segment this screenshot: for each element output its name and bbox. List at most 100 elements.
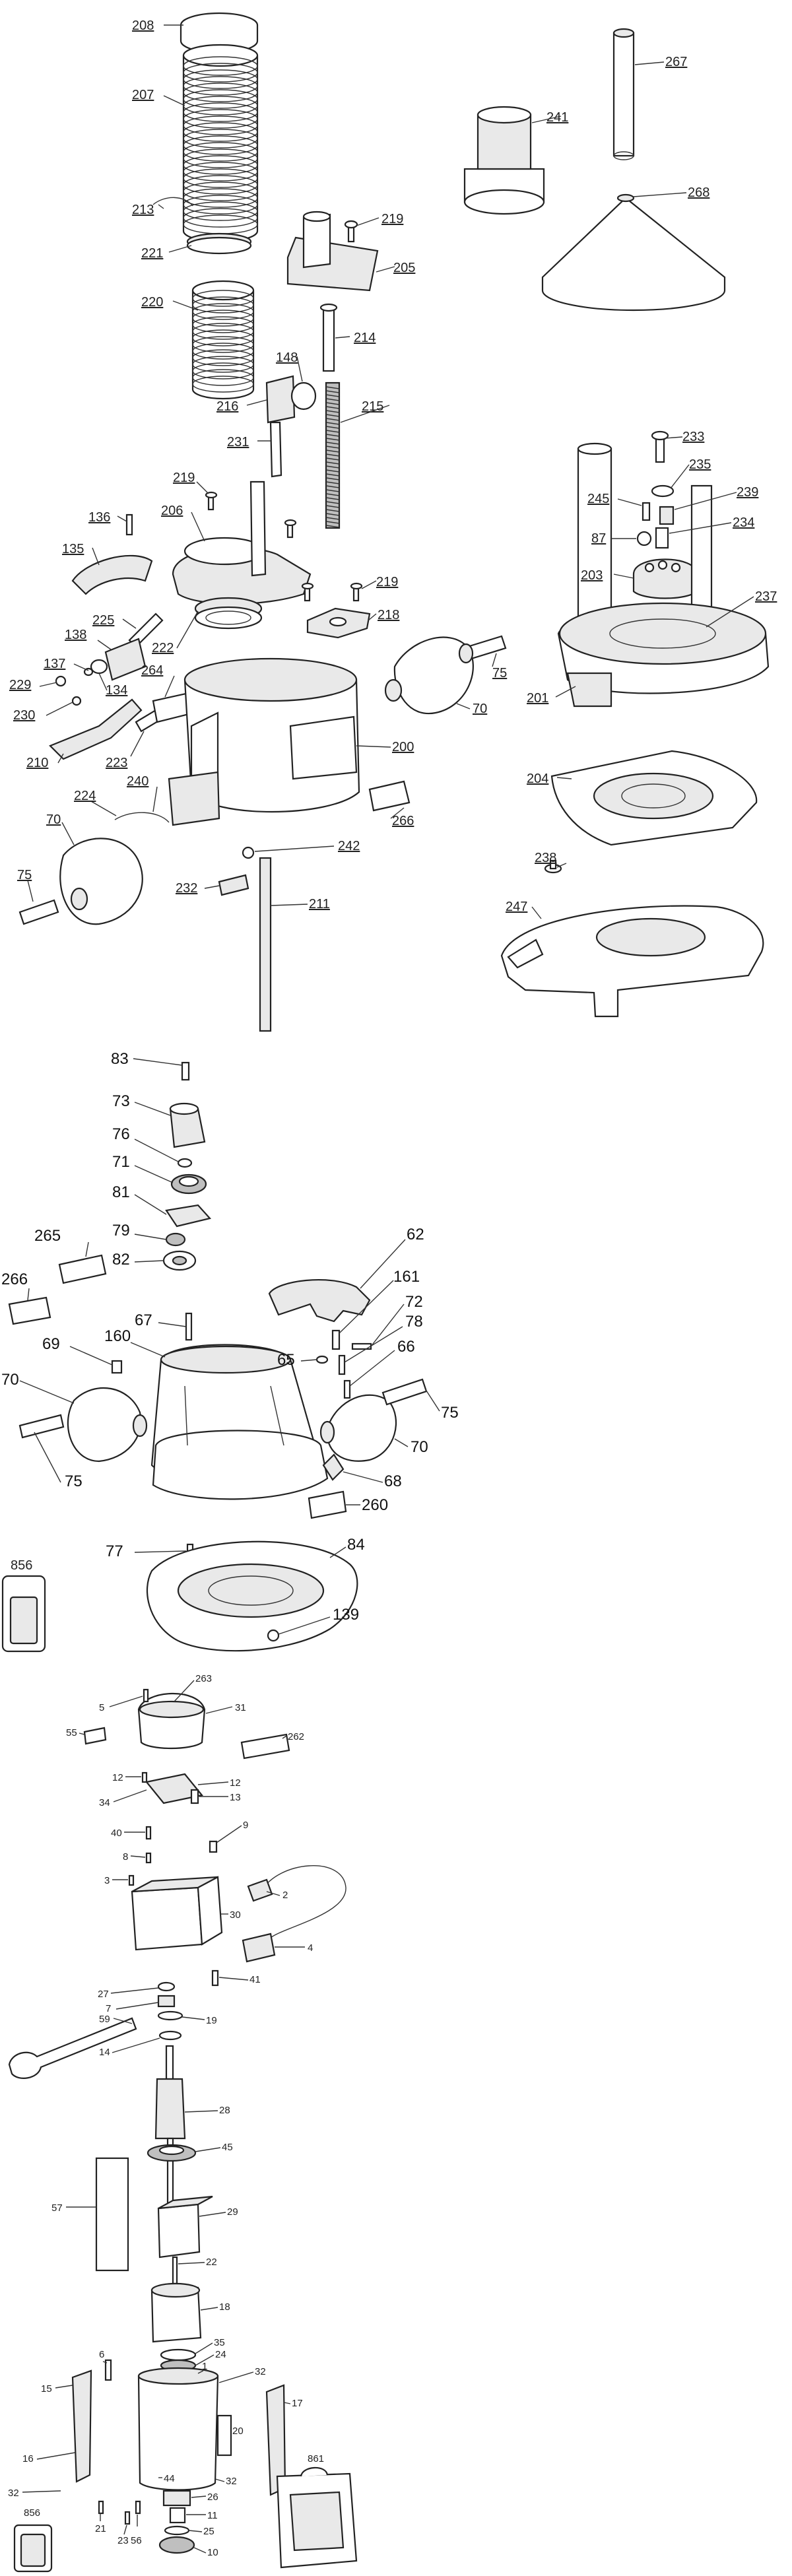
callout-231: 231: [227, 435, 249, 449]
part-265-label: [58, 1254, 107, 1284]
thread-detail: [325, 453, 340, 457]
callout-2: 2: [282, 1890, 288, 1901]
kit-856-label-b: 856: [24, 2507, 40, 2519]
callout-206: 206: [161, 504, 183, 518]
part-68-clip: [322, 1453, 345, 1481]
callout-224: 224: [74, 789, 96, 803]
callout-138: 138: [65, 628, 86, 642]
part-136-pin: [125, 513, 133, 536]
thread-detail: [325, 402, 340, 405]
part-215-threaded-rod: [325, 381, 341, 529]
callout-72: 72: [405, 1293, 423, 1311]
part-239-spring: [659, 506, 675, 525]
case-861: 861: [276, 2453, 358, 2569]
callout-35: 35: [214, 2337, 225, 2348]
callout-26: 26: [207, 2492, 218, 2503]
part-205-bracket: [286, 211, 379, 292]
part-70-knob-left-b: [67, 1387, 148, 1463]
callout-40: 40: [111, 1828, 122, 1839]
callout-3: 3: [104, 1875, 110, 1886]
upper-section: 208 207 213 221 220 219 205 214 148 216 …: [9, 12, 777, 1032]
part-5-screw: [143, 1688, 149, 1703]
part-247-guard: [500, 905, 764, 1018]
upper-callouts: 208 207 213 221 220 219 205 214 148 216 …: [9, 18, 777, 919]
thread-detail: [325, 521, 340, 524]
part-242-nut: [242, 846, 255, 859]
thread-detail: [325, 406, 340, 409]
callout-210: 210: [26, 756, 48, 770]
part-27-bearing: [157, 1981, 176, 1992]
part-79-ring: [165, 1232, 186, 1247]
callout-11: 11: [207, 2510, 218, 2521]
part-6-pin: [104, 2359, 112, 2381]
part-30-switch-housing: [131, 1876, 223, 1951]
callout-263: 263: [195, 1673, 212, 1684]
thread-detail: [325, 505, 340, 508]
callout-69: 69: [42, 1335, 60, 1353]
ring-detail: [192, 369, 254, 386]
callout-235: 235: [689, 457, 711, 472]
callout-148: 148: [276, 350, 298, 365]
part-232-fitting: [218, 874, 249, 896]
callout-87: 87: [591, 531, 606, 546]
thread-detail: [325, 398, 340, 401]
callout-238: 238: [535, 851, 556, 865]
ring-detail: [183, 188, 258, 208]
ring-detail: [183, 76, 258, 96]
thread-detail: [325, 493, 340, 496]
part-67-pin: [185, 1312, 193, 1341]
ring-detail: [183, 142, 258, 162]
part-161-pin: [331, 1329, 341, 1350]
callout-247: 247: [506, 900, 527, 914]
callout-241: 241: [546, 110, 568, 125]
part-25-ring: [164, 2525, 190, 2536]
part-9-clip: [209, 1840, 218, 1853]
callout-201: 201: [527, 691, 548, 706]
part-29-field: [157, 2195, 213, 2259]
ring-detail: [183, 201, 258, 221]
ring-detail: [192, 303, 254, 320]
ring-detail: [183, 116, 258, 135]
ring-detail: [183, 155, 258, 175]
callout-266-a: 266: [392, 814, 414, 828]
ring-detail: [183, 162, 258, 182]
callout-225: 225: [92, 613, 114, 628]
part-75-screw-left: [18, 899, 59, 925]
callout-41: 41: [249, 1974, 261, 1985]
part-34-brush-plate: [145, 1773, 203, 1804]
part-13-holder: [190, 1789, 199, 1804]
part-22-screw: [172, 2256, 178, 2285]
part-267-tube: [612, 28, 635, 160]
callout-25: 25: [203, 2526, 214, 2537]
part-66-screw: [343, 1379, 351, 1399]
callout-239: 239: [737, 485, 758, 500]
callout-78: 78: [405, 1313, 423, 1331]
thread-detail: [325, 394, 340, 397]
part-35-ring: [160, 2348, 197, 2361]
ring-detail: [192, 336, 254, 353]
callout-221: 221: [141, 246, 163, 261]
ring-detail: [183, 208, 258, 228]
ring-detail: [192, 329, 254, 347]
thread-detail: [325, 473, 340, 477]
callout-220: 220: [141, 295, 163, 310]
thread-detail: [325, 422, 340, 425]
part-266-label: [368, 780, 411, 812]
callout-66: 66: [397, 1338, 415, 1356]
ring-detail: [192, 343, 254, 360]
callout-222: 222: [152, 641, 174, 655]
callout-134: 134: [106, 683, 127, 698]
callout-219-c: 219: [376, 575, 398, 589]
callout-32-c: 32: [226, 2476, 237, 2487]
callout-79: 79: [112, 1222, 130, 1239]
callout-6: 6: [99, 2349, 104, 2360]
callout-68: 68: [384, 1472, 402, 1490]
callout-219-b: 219: [173, 471, 195, 485]
callout-10: 10: [207, 2547, 218, 2558]
part-18-baffle: [150, 2282, 202, 2343]
part-221-collar: [186, 232, 252, 255]
callout-67: 67: [135, 1311, 152, 1329]
part-59-wrench: [8, 2017, 137, 2079]
ring-detail: [192, 376, 254, 393]
callout-268: 268: [688, 185, 710, 200]
